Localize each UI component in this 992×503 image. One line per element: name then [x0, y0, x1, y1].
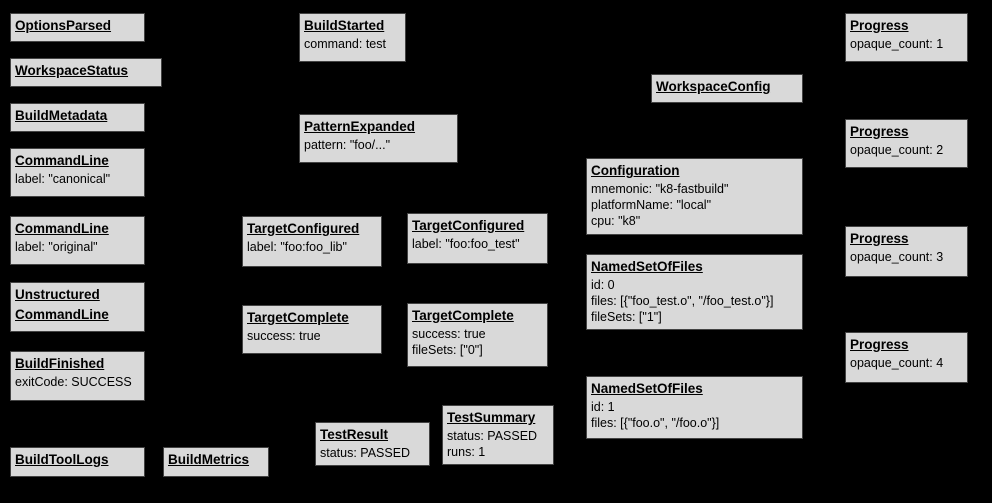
event-attribute: label: "foo:foo_test": [412, 237, 520, 251]
event-attribute: opaque_count: 4: [850, 356, 944, 370]
event-attribute: status: PASSED: [320, 446, 411, 460]
event-box-named-set-of-files-0: NamedSetOfFiles id: 0 files: [{"foo_test.…: [586, 254, 803, 330]
event-attribute: fileSets: ["1"]: [591, 310, 662, 324]
event-box-progress-1: Progress opaque_count: 1: [845, 13, 968, 62]
event-attribute: opaque_count: 2: [850, 143, 944, 157]
event-attribute: success: true: [412, 327, 486, 341]
event-box-named-set-of-files-1: NamedSetOfFiles id: 1 files: [{"foo.o", "…: [586, 376, 803, 439]
event-box-build-metrics: BuildMetrics: [163, 447, 269, 477]
event-title: Configuration: [591, 163, 680, 178]
event-box-pattern-expanded: PatternExpanded pattern: "foo/...": [299, 114, 458, 163]
event-attribute: id: 1: [591, 400, 615, 414]
event-title: Progress: [850, 124, 909, 139]
event-title: NamedSetOfFiles: [591, 259, 703, 274]
event-title: Progress: [850, 337, 909, 352]
event-title: CommandLine: [15, 153, 109, 168]
event-attribute: command: test: [304, 37, 386, 51]
event-attribute: opaque_count: 1: [850, 37, 944, 51]
event-title: TestSummary: [447, 410, 536, 425]
event-attribute: status: PASSED: [447, 429, 538, 443]
event-box-progress-3: Progress opaque_count: 3: [845, 226, 968, 277]
event-attribute: files: [{"foo.o", "/foo.o"}]: [591, 416, 720, 430]
event-title: PatternExpanded: [304, 119, 416, 134]
event-box-configuration: Configuration mnemonic: "k8-fastbuild" pl…: [586, 158, 803, 235]
event-box-progress-2: Progress opaque_count: 2: [845, 119, 968, 168]
event-attribute: fileSets: ["0"]: [412, 343, 483, 357]
event-title: CommandLine: [15, 221, 109, 236]
event-box-command-line-original: CommandLine label: "original": [10, 216, 145, 265]
event-attribute: success: true: [247, 329, 321, 343]
event-title: TargetComplete: [247, 310, 349, 325]
event-attribute: runs: 1: [447, 445, 486, 459]
event-box-unstructured-command-line: Unstructured CommandLine: [10, 282, 145, 332]
event-title: TargetConfigured: [247, 221, 360, 236]
event-title: BuildMetadata: [15, 108, 108, 123]
event-box-test-result: TestResult status: PASSED: [315, 422, 430, 466]
event-box-build-metadata: BuildMetadata: [10, 103, 145, 132]
event-title: TargetComplete: [412, 308, 514, 323]
event-box-progress-4: Progress opaque_count: 4: [845, 332, 968, 383]
event-title: OptionsParsed: [15, 18, 112, 33]
event-attribute: cpu: "k8": [591, 214, 641, 228]
event-box-workspace-config: WorkspaceConfig: [651, 74, 803, 103]
event-box-test-summary: TestSummary status: PASSED runs: 1: [442, 405, 554, 465]
event-box-workspace-status: WorkspaceStatus: [10, 58, 162, 87]
event-title: TestResult: [320, 427, 389, 442]
event-title: WorkspaceConfig: [656, 79, 771, 94]
event-box-build-tool-logs: BuildToolLogs: [10, 447, 145, 477]
event-attribute: opaque_count: 3: [850, 250, 944, 264]
event-attribute: mnemonic: "k8-fastbuild": [591, 182, 729, 196]
event-attribute: id: 0: [591, 278, 615, 292]
event-box-target-configured-foo-lib: TargetConfigured label: "foo:foo_lib": [242, 216, 382, 267]
event-title: NamedSetOfFiles: [591, 381, 703, 396]
event-title: WorkspaceStatus: [15, 63, 129, 78]
event-attribute: label: "foo:foo_lib": [247, 240, 347, 254]
event-box-build-finished: BuildFinished exitCode: SUCCESS: [10, 351, 145, 401]
event-attribute: pattern: "foo/...": [304, 138, 391, 152]
event-title: TargetConfigured: [412, 218, 525, 233]
event-title: Unstructured CommandLine: [15, 287, 109, 322]
event-box-target-complete-foo-lib: TargetComplete success: true: [242, 305, 382, 354]
event-attribute: platformName: "local": [591, 198, 712, 212]
event-attribute: files: [{"foo_test.o", "/foo_test.o"}]: [591, 294, 774, 308]
event-title: BuildMetrics: [168, 452, 250, 467]
event-attribute: exitCode: SUCCESS: [15, 375, 132, 389]
event-title: BuildStarted: [304, 18, 385, 33]
event-title: Progress: [850, 18, 909, 33]
event-box-build-started: BuildStarted command: test: [299, 13, 406, 62]
event-title: Progress: [850, 231, 909, 246]
event-title: BuildToolLogs: [15, 452, 109, 467]
event-box-command-line-canonical: CommandLine label: "canonical": [10, 148, 145, 197]
event-title: BuildFinished: [15, 356, 105, 371]
event-box-options-parsed: OptionsParsed: [10, 13, 145, 42]
event-attribute: label: "canonical": [15, 172, 111, 186]
event-box-target-complete-foo-test: TargetComplete success: true fileSets: ["…: [407, 303, 548, 367]
event-attribute: label: "original": [15, 240, 98, 254]
event-box-target-configured-foo-test: TargetConfigured label: "foo:foo_test": [407, 213, 548, 264]
